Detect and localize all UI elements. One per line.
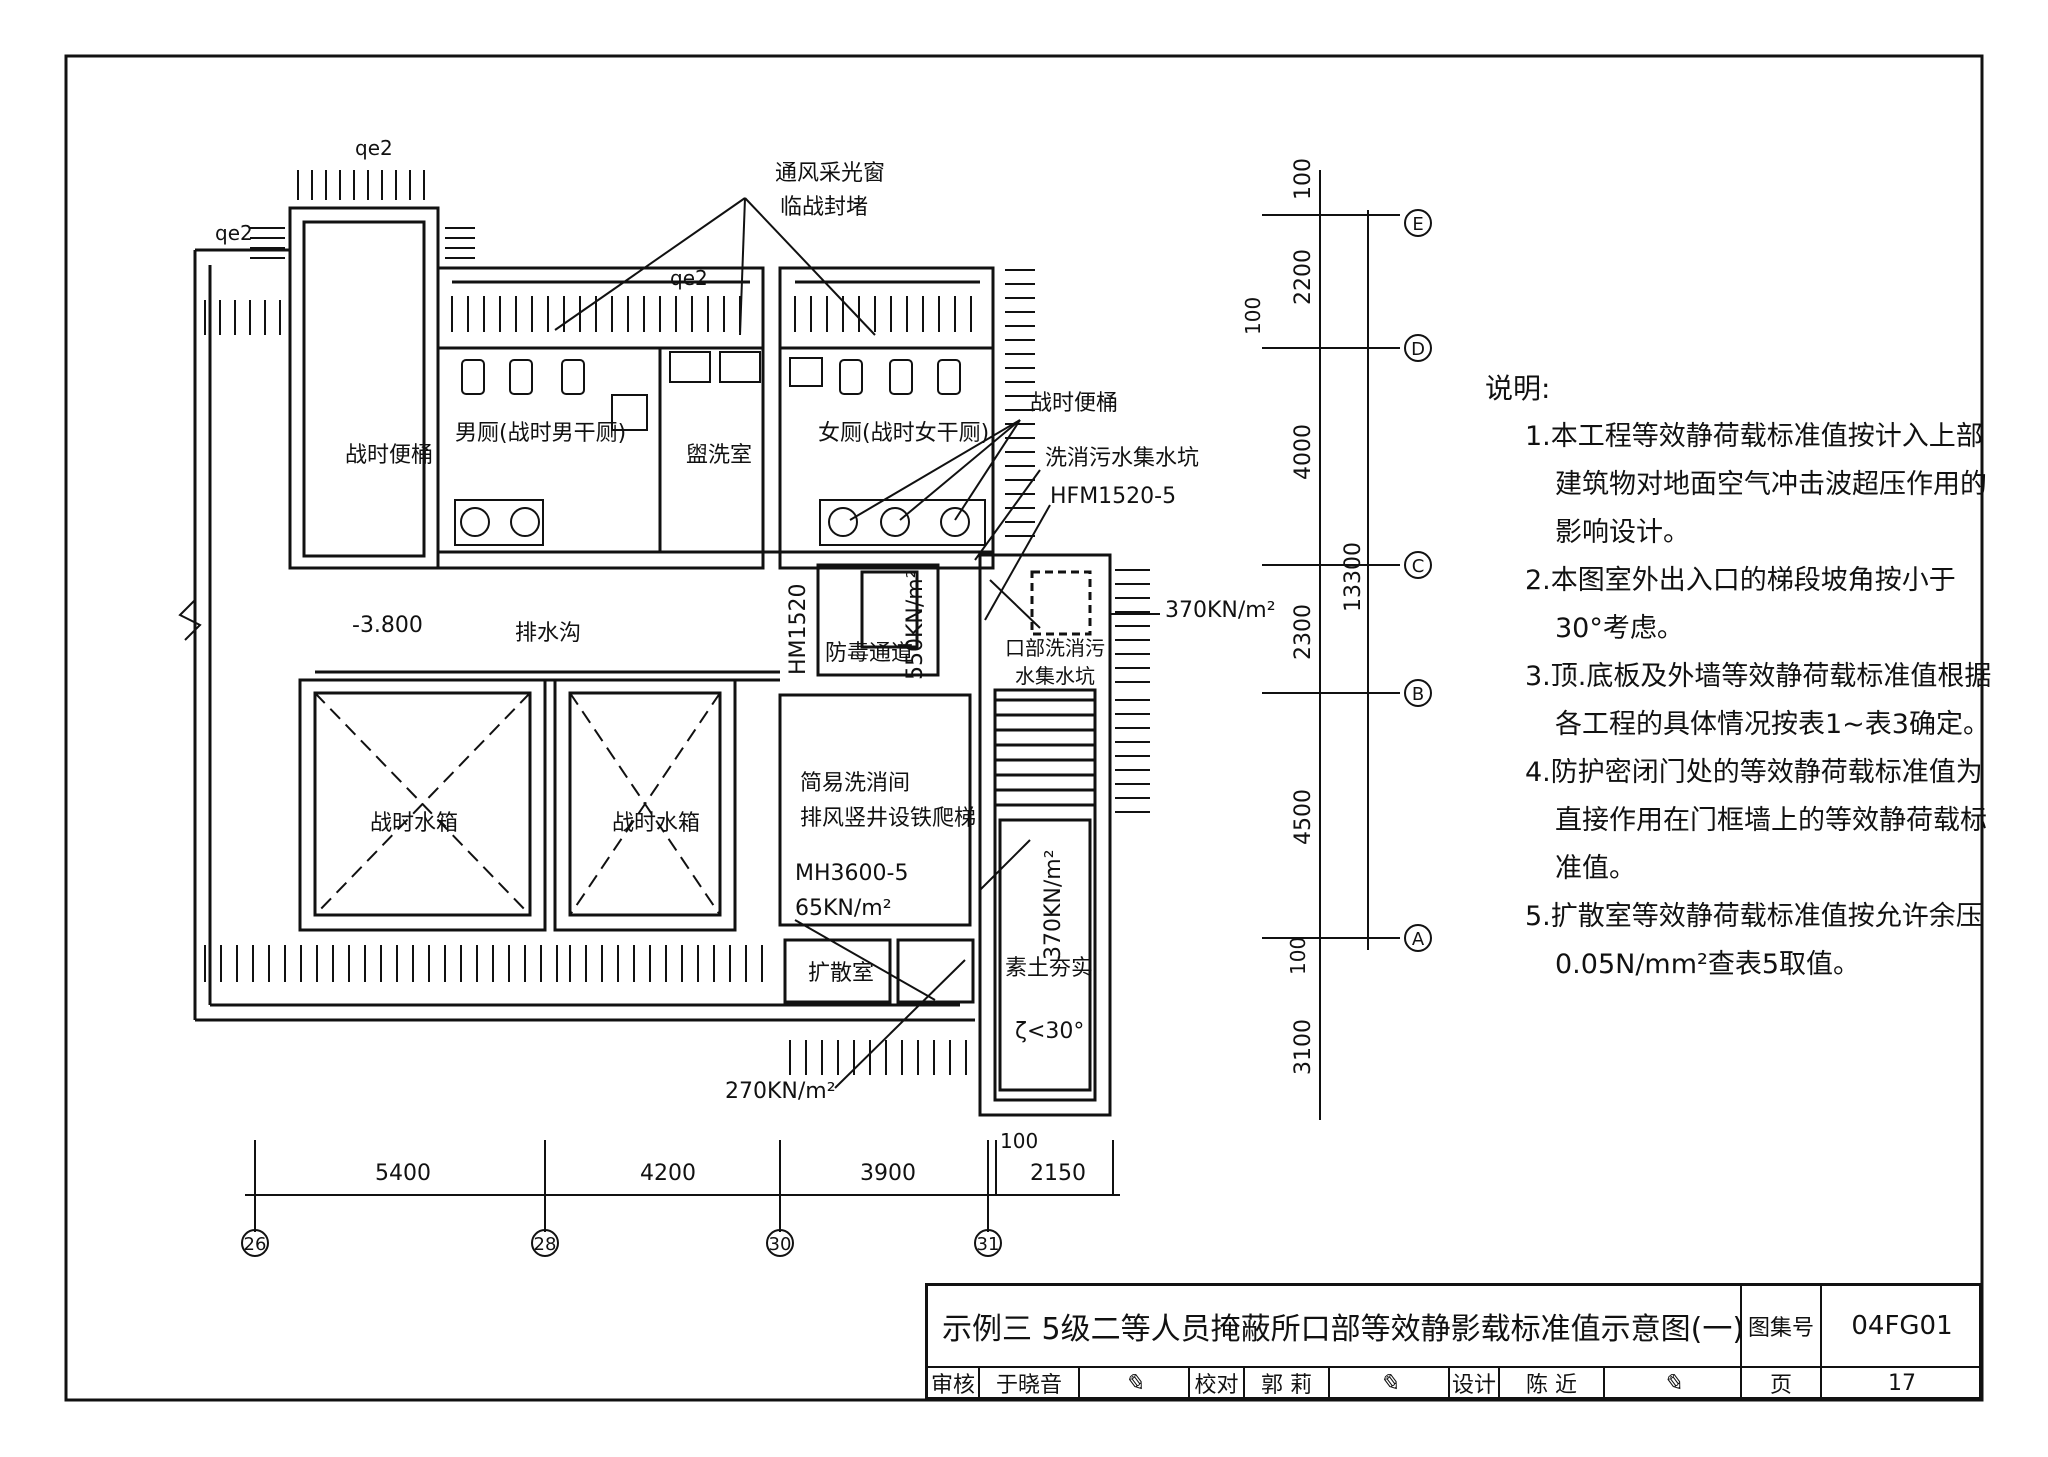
men-toilet-label: 男厕(战时男干厕): [455, 421, 626, 446]
load-370-stair-label: 370KN/m²: [1041, 849, 1066, 960]
load-270-label: 270KN/m²: [725, 1079, 836, 1104]
v-dim-2300: 2300: [1291, 604, 1316, 660]
plan-labels: 通风采光窗 临战封堵 qe2 qe2 qe2 男厕(战时男干厕) 女厕(战时女干…: [215, 136, 1425, 1255]
vertical-dimension-line: [1262, 170, 1432, 1120]
note-2-cont: 30°考虑。: [1555, 613, 1684, 644]
toilet-fixtures: [454, 351, 986, 546]
v-dim-4500: 4500: [1291, 789, 1316, 845]
bottom-dimension-line: [241, 1140, 1120, 1257]
axis-B: B: [1412, 684, 1424, 705]
designer-name: 陈 近: [1498, 1366, 1603, 1400]
qe2-mid: qe2: [670, 266, 708, 290]
note-4-cont: 直接作用在门框墙上的等效静荷载标准值。: [1555, 805, 1987, 884]
dim-5400: 5400: [375, 1161, 431, 1186]
review-label: 审核: [930, 1373, 975, 1398]
note-2: 2.本图室外出入口的梯段坡角按小于: [1525, 565, 1956, 596]
note-5-cont: 0.05N/mm²查表5取值。: [1555, 949, 1861, 980]
v-dim-2200: 2200: [1291, 249, 1316, 305]
atlas-label: 图集号: [1740, 1286, 1820, 1366]
entrance-pit-label-1: 口部洗消污: [1005, 636, 1105, 660]
axis-26: 26: [244, 1234, 267, 1255]
load-65-label: 65KN/m²: [795, 896, 892, 921]
check-label: 校对: [1188, 1366, 1243, 1400]
design-label: 设计: [1448, 1366, 1498, 1400]
water-tank-2-label: 战时水箱: [612, 811, 700, 836]
temp-seal-label: 临战封堵: [780, 195, 868, 220]
atlas-number: 04FG01: [1820, 1286, 1982, 1366]
axis-31: 31: [977, 1234, 1000, 1255]
drain-label: 排水沟: [515, 621, 581, 646]
note-3-cont: 各工程的具体情况按表1~表3确定。: [1555, 709, 1990, 740]
door-hfm-label: HFM1520-5: [1050, 484, 1176, 509]
v-dim-4000: 4000: [1291, 424, 1316, 480]
water-tank-1-label: 战时水箱: [370, 811, 458, 836]
load-550-label: 550KN/m²: [903, 569, 928, 680]
diffusion-room-label: 扩散室: [808, 961, 874, 986]
dim-3900: 3900: [860, 1161, 916, 1186]
hm1520-label: HM1520: [786, 583, 811, 675]
qe2-left: qe2: [215, 221, 253, 245]
axis-28: 28: [534, 1234, 557, 1255]
mh3600-label: MH3600-5: [795, 861, 908, 886]
axis-C: C: [1412, 556, 1425, 577]
leader-lines: [554, 197, 1160, 1089]
note-1-cont-2: 影响设计。: [1555, 517, 1690, 548]
drawing-frame: [64, 54, 1984, 1402]
axis-D: D: [1411, 339, 1425, 360]
dim-2150: 2150: [1030, 1161, 1086, 1186]
axis-30: 30: [769, 1234, 792, 1255]
v-dim-100-top: 100: [1291, 158, 1316, 200]
compacted-soil-label: 素土夯实: [1005, 956, 1093, 981]
design-notes: 说明: 1.本工程等效静荷载标准值按计入上部 建筑物对地面空气冲击波超压作用的 …: [1485, 365, 2005, 989]
note-1-cont-1: 建筑物对地面空气冲击波超压作用的: [1555, 469, 1987, 500]
plan-walls: [178, 206, 1112, 1117]
angle-label: ζ<30°: [1015, 1019, 1084, 1044]
note-4: 4.防护密闭门处的等效静荷载标准值为: [1525, 757, 1983, 788]
simple-decon-label-2: 排风竖井设铁爬梯: [800, 806, 976, 831]
drawing-title: 示例三 5级二等人员掩蔽所口部等效静影载标准值示意图(一): [942, 1312, 1745, 1347]
axis-E: E: [1412, 214, 1423, 235]
v-dim-100-mid: 100: [1241, 297, 1265, 335]
reviewer-name: 于晓音: [978, 1366, 1078, 1400]
note-5: 5.扩散室等效静荷载标准值按允许余压: [1525, 901, 1983, 932]
checker-name: 郭 莉: [1243, 1366, 1328, 1400]
gas-passage-label: 防毒通道: [825, 641, 913, 666]
entrance-pit-label-2: 水集水坑: [1015, 664, 1095, 688]
washroom-label: 盥洗室: [686, 443, 752, 468]
dim-4200: 4200: [640, 1161, 696, 1186]
wartime-toilet-right-label: 战时便桶: [1030, 391, 1118, 416]
sewage-pit-label: 洗消污水集水坑: [1045, 446, 1199, 471]
dim-100-bottom: 100: [1000, 1129, 1038, 1153]
ventilation-window-label: 通风采光窗: [775, 161, 885, 186]
v-dim-13300: 13300: [1341, 542, 1366, 612]
page-number: 17: [1820, 1366, 1982, 1400]
simple-decon-label-1: 简易洗消间: [800, 771, 910, 796]
note-3: 3.顶.底板及外墙等效静荷载标准值根据: [1525, 661, 1992, 692]
v-dim-100-low: 100: [1286, 937, 1310, 975]
qe2-top: qe2: [355, 136, 393, 160]
designer-signature: ✎: [1603, 1366, 1740, 1400]
load-370-right-label: 370KN/m²: [1165, 598, 1276, 623]
page-label: 页: [1740, 1366, 1820, 1400]
notes-heading: 说明:: [1485, 372, 1551, 405]
women-toilet-label: 女厕(战时女干厕): [818, 421, 989, 446]
checker-signature: ✎: [1328, 1366, 1448, 1400]
wartime-toilet-left-label: 战时便桶: [345, 443, 433, 468]
note-1: 1.本工程等效静荷载标准值按计入上部: [1525, 421, 1983, 452]
title-block: 示例三 5级二等人员掩蔽所口部等效静影载标准值示意图(一) 图集号 04FG01…: [925, 1283, 1982, 1400]
v-dim-3100: 3100: [1291, 1019, 1316, 1075]
axis-A: A: [1412, 929, 1425, 950]
level-label: -3.800: [352, 613, 423, 638]
reviewer-signature: ✎: [1078, 1366, 1188, 1400]
load-arrows: [204, 170, 1150, 1075]
